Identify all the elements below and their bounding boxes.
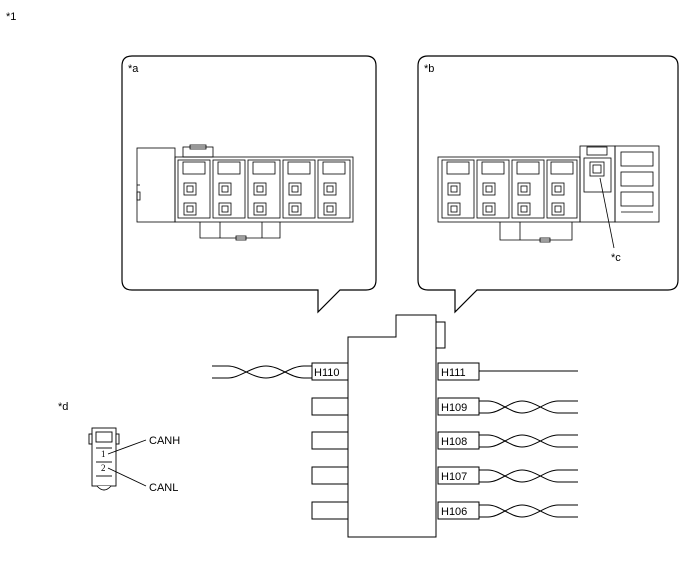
highlighted-cavity-c — [583, 157, 612, 193]
connector-label-h107: H107 — [441, 471, 467, 483]
pin-leader-lines — [107, 439, 147, 487]
twisted-pair-h109 — [479, 400, 578, 414]
callout-label-d: *d — [58, 401, 68, 413]
signal-label-canl: CANL — [149, 482, 178, 494]
twisted-pair-wires — [212, 365, 578, 518]
callout-bubble-a: *a — [121, 55, 377, 314]
callout-bubble-b: *b — [417, 55, 679, 314]
junction-block — [347, 314, 446, 538]
callout-label-b: *b — [424, 63, 434, 75]
right-connector-tabs — [437, 362, 480, 520]
connector-label-h109: H109 — [441, 402, 467, 414]
pin-cell-column-a1 — [177, 159, 211, 219]
connector-label-h111: H111 — [441, 367, 466, 379]
pin-cell-column-b3 — [511, 159, 545, 219]
twisted-pair-h108 — [479, 434, 578, 448]
pin-cell-column-b2 — [476, 159, 510, 219]
connector-label-h110: H110 — [314, 367, 339, 379]
pin-cell-column-a5 — [317, 159, 351, 219]
connector-face-a — [136, 144, 354, 241]
twisted-pair-h106 — [479, 504, 578, 518]
twisted-pair-h107 — [479, 469, 578, 483]
pin-cell-column-a2 — [212, 159, 246, 219]
harness-connector-drawing — [88, 427, 120, 491]
pin-number-2: 2 — [101, 463, 106, 473]
twisted-pair-h110 — [212, 365, 312, 379]
callout-label-a: *a — [128, 63, 139, 75]
connector-label-h108: H108 — [441, 436, 467, 448]
pin-cell-column-a3 — [247, 159, 281, 219]
connector-label-h106: H106 — [441, 506, 467, 518]
pin-number-1: 1 — [101, 449, 106, 459]
left-connector-tabs — [311, 362, 349, 520]
figure-label: *1 — [6, 11, 16, 23]
callout-label-c: *c — [611, 252, 621, 264]
signal-label-canh: CANH — [149, 435, 180, 447]
pin-cell-column-b1 — [441, 159, 475, 219]
side-pockets-b — [620, 151, 654, 213]
connector-face-b — [437, 145, 660, 249]
pin-cell-column-b4 — [546, 159, 578, 219]
pin-cell-column-a4 — [282, 159, 316, 219]
